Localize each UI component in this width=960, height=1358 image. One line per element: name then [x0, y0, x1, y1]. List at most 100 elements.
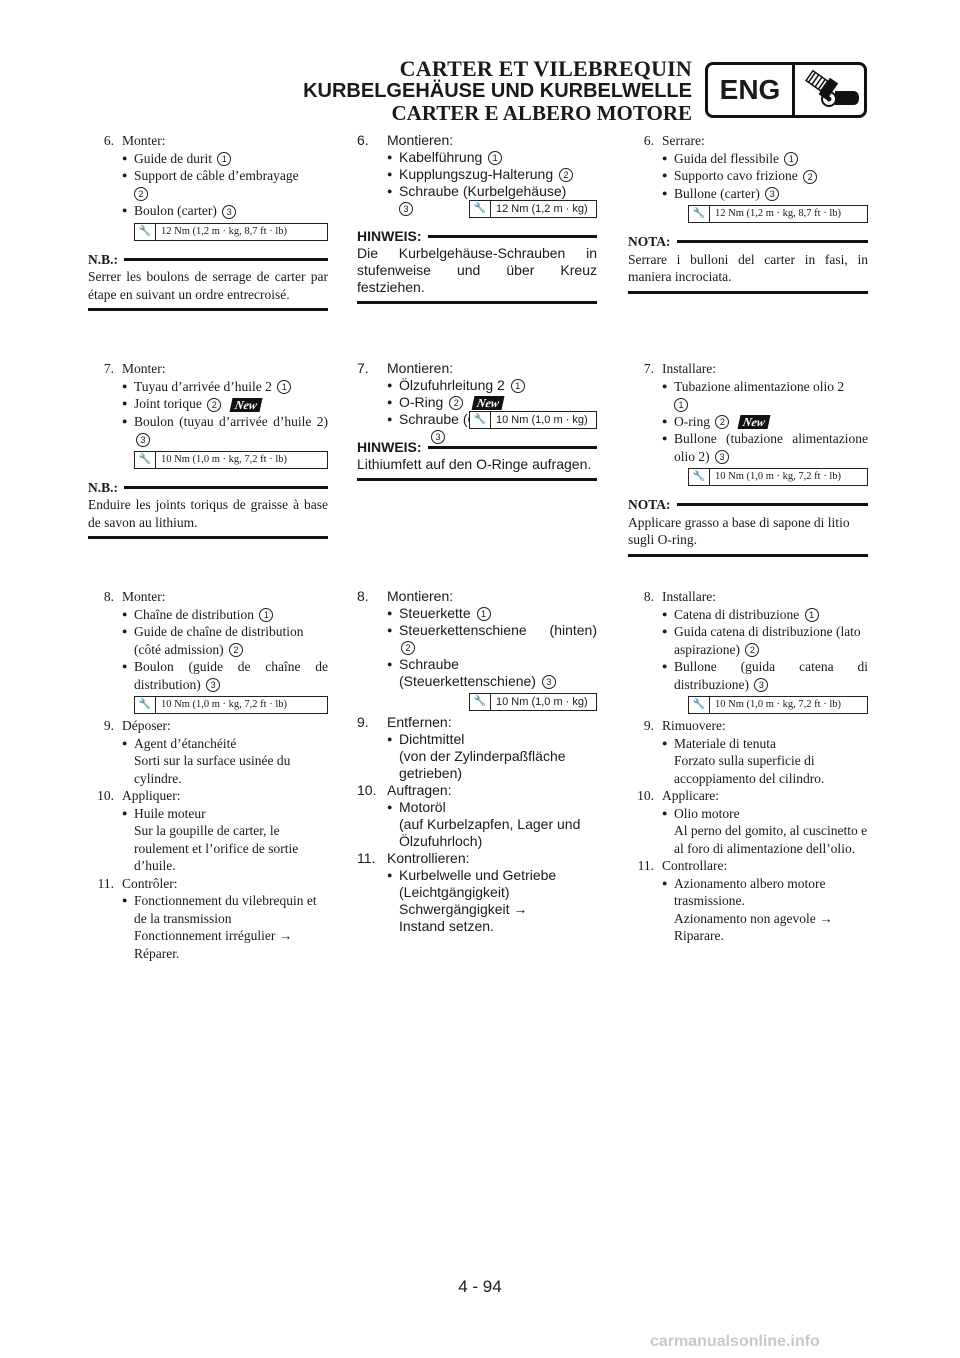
sub-text: Schwergängigkeit →Instand setzen. [399, 901, 528, 934]
torque-spec: 🔧12 Nm (1,2 m · kg) [469, 200, 597, 218]
bullet-icon: ● [122, 415, 128, 426]
italian-block-8-11: 8.Installare: ●Catena di distribuzione 1… [628, 588, 868, 945]
bullet-icon: ● [122, 205, 128, 215]
page-number: 4 - 94 [458, 1277, 502, 1296]
french-block-6: 6.Monter: ●Guide de durit 1 ●Support de … [88, 132, 328, 311]
german-block-7: 7.Montieren: ●Ölzufuhrleitung 2 1 ●O-Rin… [357, 360, 597, 481]
sub-text: Fonctionnement irrégulier →Réparer. [134, 928, 293, 961]
callout-number: 2 [207, 397, 222, 412]
list-item: ●Olio motore [662, 805, 740, 821]
note-text: Enduire les joints toriqus de graisse à … [88, 497, 328, 530]
bullet-icon: ● [662, 380, 668, 391]
eng-label: ENG [708, 65, 795, 115]
list-item: ●Guida del flessibile 1 [628, 150, 868, 168]
callout-number: 1 [784, 152, 799, 167]
bullet-icon: ● [387, 659, 393, 669]
wrench-icon: 🔧 [470, 201, 491, 217]
bullet-icon: ● [662, 608, 668, 619]
italian-block-6: 6.Serrare: ●Guida del flessibile 1 ●Supp… [628, 132, 868, 294]
list-item: ●Steuerkettenschiene (hinten) 2 [357, 622, 597, 656]
bullet-icon: ● [662, 152, 668, 163]
bullet-icon: ● [387, 152, 393, 162]
german-block-6: 6.Montieren: ●Kabelführung 1 ●Kupplungsz… [357, 132, 597, 304]
title-german: KURBELGEHÄUSE UND KURBELWELLE [303, 80, 692, 102]
bullet-icon: ● [122, 152, 128, 163]
list-item: ●Schraube (Kurbelgehäuse) [387, 183, 567, 199]
bullet-icon: ● [122, 626, 128, 636]
watermark: carmanualsonline.info [650, 1333, 820, 1350]
bullet-icon: ● [122, 661, 128, 671]
list-item: ●Boulon (guide de chaîne de distribution… [122, 659, 328, 693]
torque-spec: 🔧10 Nm (1,0 m · kg, 7,2 ft · lb) [688, 696, 868, 714]
bullet-icon: ● [387, 186, 393, 196]
bullet-icon: ● [662, 737, 668, 748]
callout-number: 1 [277, 380, 292, 395]
bullet-icon: ● [662, 187, 668, 198]
callout-number: 3 [399, 202, 413, 216]
bullet-icon: ● [662, 415, 668, 426]
list-item: ●Boulon (tuyau d’arrivée d’huile 2) 3 [88, 413, 328, 448]
sub-text: Al perno del gomito, al cuscinetto e al … [674, 823, 868, 856]
list-item: ●Supporto cavo frizione 2 [628, 167, 868, 185]
list-item: ●Bullone (guida catena di distribuzione)… [662, 659, 868, 693]
callout-number: 1 [476, 607, 491, 622]
wrench-icon: 🔧 [470, 694, 491, 710]
french-block-8-11: 8.Monter: ●Chaîne de distribution 1 ●Gui… [88, 588, 328, 962]
list-item: ●Guida catena di distribuzione (lato asp… [662, 624, 861, 658]
list-item: ●Bullone (carter) 3 [628, 185, 868, 203]
title-french: CARTER ET VILEBREQUIN [399, 56, 692, 81]
note-text: Serrer les boulons de serrage de carter … [88, 269, 328, 302]
list-item: ●Azionamento albero motore trasmissione. [662, 875, 826, 909]
bullet-icon: ● [387, 734, 393, 744]
list-item: ●Materiale di tenuta [662, 735, 776, 751]
list-item: ●Kabelführung 1 [357, 149, 597, 166]
bullet-icon: ● [662, 877, 668, 888]
torque-spec: 🔧10 Nm (1,0 m · kg) [469, 411, 597, 429]
bullet-icon: ● [387, 870, 393, 880]
note-text: Serrare i bulloni del carter in fasi, in… [628, 251, 868, 285]
arrow-icon: → [513, 901, 528, 917]
bullet-icon: ● [122, 380, 128, 391]
callout-number: 3 [541, 675, 556, 690]
bullet-icon: ● [122, 807, 128, 818]
wrench-icon: 🔧 [135, 223, 156, 240]
wrench-icon: 🔧 [689, 697, 710, 713]
list-item: ●Motoröl [387, 799, 446, 815]
callout-number: 3 [222, 204, 237, 219]
sub-text: Sorti sur la surface usinée du cylindre. [134, 753, 291, 786]
bullet-icon: ● [662, 626, 668, 636]
page-header-titles: CARTER ET VILEBREQUIN KURBELGEHÄUSE UND … [303, 58, 692, 125]
sub-text: Sur la goupille de carter, le roulement … [134, 823, 299, 873]
bullet-icon: ● [662, 433, 668, 443]
bullet-icon: ● [387, 397, 393, 407]
list-item: ●Kurbelwelle und Getriebe (Leichtgängigk… [387, 867, 557, 900]
note-header: NOTA: [628, 496, 868, 514]
callout-number: 1 [217, 152, 232, 167]
list-item: ●Catena di distribuzione 1 [628, 606, 868, 624]
list-item: ●Schraube (Steuerkettenschiene) 3 [357, 656, 597, 690]
callout-number: 2 [449, 396, 464, 411]
note-header: HINWEIS: [357, 439, 597, 456]
bullet-icon: ● [387, 802, 393, 812]
list-item: ●Dichtmittel [387, 731, 465, 747]
torque-spec: 🔧12 Nm (1,2 m · kg, 8,7 ft · lb) [688, 205, 868, 223]
torque-spec: 🔧10 Nm (1,0 m · kg) [469, 693, 597, 711]
callout-number: 3 [715, 450, 729, 465]
eng-section-badge: ENG [705, 62, 867, 118]
german-block-8-11: 8.Montieren: ●Steuerkette 1 ●Steuerkette… [357, 588, 597, 934]
sub-text: Forzato sulla superficie di accoppiament… [674, 753, 825, 786]
note-header: NOTA: [628, 233, 868, 251]
list-item: ●Fonctionnement du vilebrequin et de la … [122, 893, 317, 926]
callout-number: 1 [259, 608, 274, 623]
wrench-icon: 🔧 [470, 412, 491, 428]
callout-number: 3 [136, 432, 150, 447]
french-block-7: 7.Monter: ●Tuyau d’arrivée d’huile 2 1 ●… [88, 360, 328, 539]
bullet-icon: ● [387, 169, 393, 179]
list-item: ●Tuyau d’arrivée d’huile 2 1 [88, 378, 328, 396]
bullet-icon: ● [387, 608, 393, 618]
list-item: ●Boulon (carter) 3 [88, 202, 328, 220]
